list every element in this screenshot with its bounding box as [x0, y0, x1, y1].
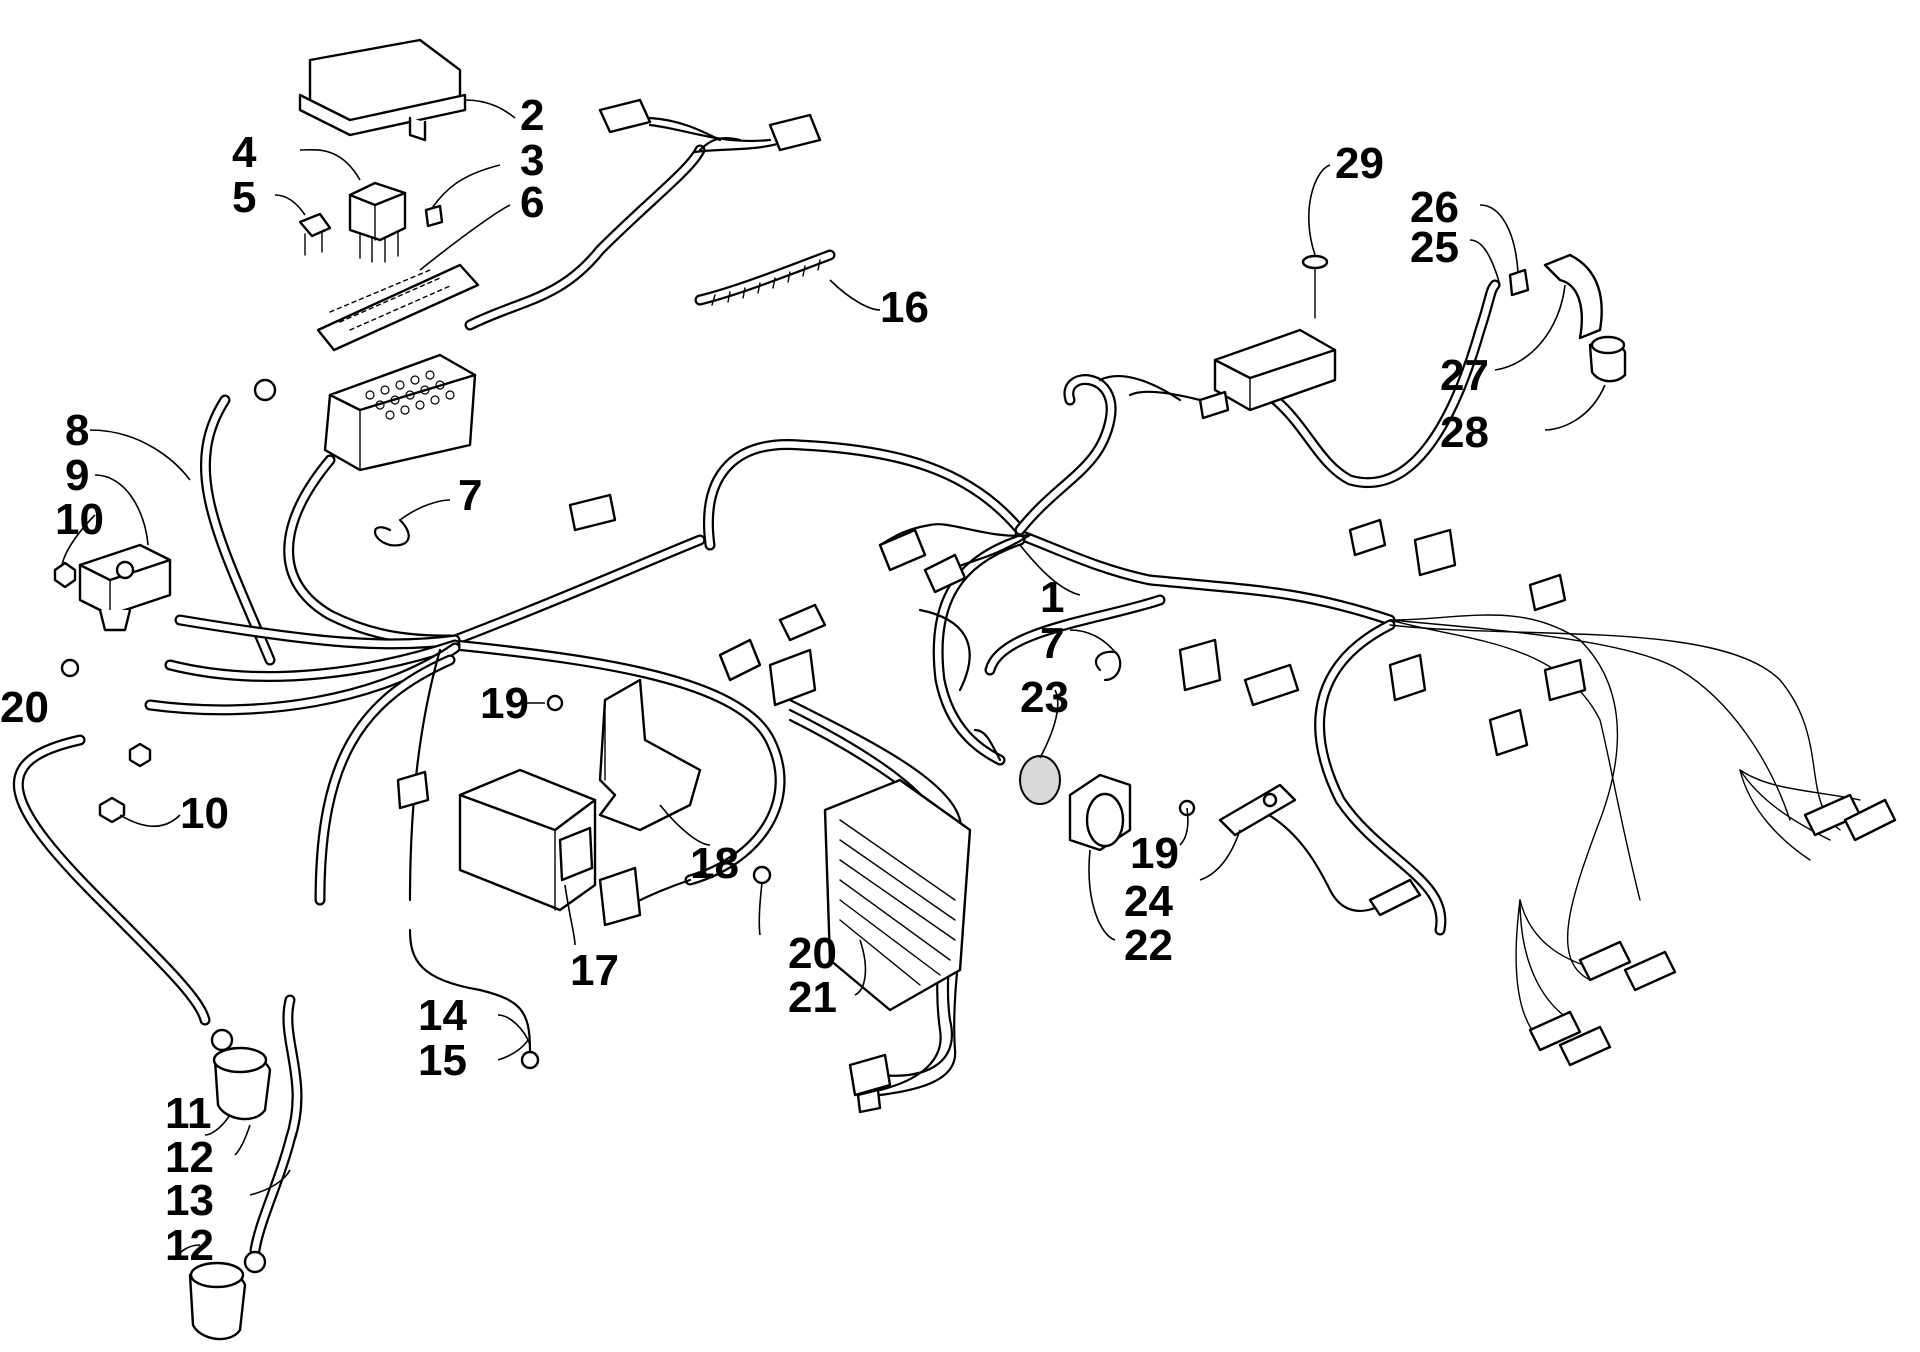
callout-18: 18 — [690, 839, 739, 888]
callout-19-right: 19 — [1130, 829, 1179, 878]
screw-20-middle — [752, 865, 772, 885]
blade-fuse-5 — [298, 212, 332, 256]
callout-4: 4 — [232, 128, 257, 177]
callout-22: 22 — [1124, 921, 1173, 970]
callout-12-bottom: 12 — [165, 1221, 214, 1270]
key-switch-nut — [1019, 755, 1061, 805]
callout-6: 6 — [520, 178, 544, 227]
ring-terminal-13 — [243, 1250, 267, 1274]
callout-26: 26 — [1410, 183, 1459, 232]
top-connector-pair — [598, 98, 822, 152]
callout-29: 29 — [1335, 139, 1384, 188]
ignition-coil-module — [1198, 328, 1337, 420]
voltage-regulator — [823, 778, 972, 1012]
sensor-plate — [1218, 783, 1422, 917]
callout-28: 28 — [1440, 408, 1489, 457]
fuse-panel-board — [316, 263, 480, 352]
callout-19-left: 19 — [480, 679, 529, 728]
callout-9: 9 — [65, 451, 89, 500]
callout-11: 11 — [165, 1089, 212, 1138]
callout-14: 14 — [418, 991, 467, 1040]
callout-27: 27 — [1440, 351, 1489, 400]
nut-bottom-b — [128, 742, 152, 768]
terminal-boot-11 — [212, 1046, 272, 1121]
ring-terminal-14 — [520, 1050, 540, 1070]
callout-7-right: 7 — [1040, 619, 1064, 668]
callout-23: 23 — [1020, 673, 1069, 722]
clip-ring-left — [373, 518, 410, 547]
harness-connectors-right — [1178, 518, 1897, 1067]
callout-10-bottom: 10 — [180, 789, 229, 838]
screw-29 — [1301, 254, 1329, 319]
harness-connectors-center — [568, 493, 967, 682]
callout-1: 1 — [1040, 573, 1064, 622]
elbow-boot-27 — [1543, 253, 1603, 340]
cap-28 — [1588, 335, 1627, 383]
callout-17: 17 — [570, 946, 619, 995]
screw-20-left — [60, 658, 80, 678]
callout-16: 16 — [880, 283, 929, 332]
screw-19-left — [546, 694, 564, 712]
callout-2: 2 — [520, 91, 544, 140]
starter-solenoid — [78, 543, 172, 632]
terminal-boot-12 — [188, 1261, 247, 1341]
callout-21: 21 — [788, 973, 837, 1022]
fuse-box-base — [323, 353, 477, 472]
nut-left-top — [53, 561, 77, 589]
callout-7-left: 7 — [458, 471, 482, 520]
callout-15: 15 — [418, 1036, 467, 1085]
callout-20-left: 20 — [0, 683, 49, 732]
callout-10-top: 10 — [55, 495, 104, 544]
callout-3: 3 — [520, 136, 544, 185]
output-connector — [848, 1053, 892, 1114]
cdi-module — [458, 768, 642, 927]
callout-20-middle: 20 — [788, 929, 837, 978]
clip-ring-right — [1094, 650, 1122, 682]
split-loom-tube — [694, 249, 836, 306]
plug-connector-14 — [396, 770, 430, 810]
callout-24: 24 — [1124, 877, 1173, 926]
cap-26 — [1508, 268, 1530, 297]
key-switch — [1068, 773, 1132, 852]
harness-cables — [12, 144, 1501, 1256]
blade-fuse-3 — [424, 204, 444, 228]
regulator-connector — [768, 648, 817, 707]
callout-13: 13 — [165, 1176, 214, 1225]
ring-terminal-11 — [210, 1028, 234, 1052]
fuse-box-cover — [298, 38, 467, 142]
callout-labels: 1 2 3 4 5 6 7 7 8 9 10 10 11 12 13 12 14… — [0, 91, 1489, 1270]
ring-terminal-8 — [253, 378, 277, 402]
callout-8: 8 — [65, 406, 89, 455]
mounting-bracket — [598, 678, 702, 832]
callout-12-top: 12 — [165, 1133, 214, 1182]
callout-5: 5 — [232, 173, 256, 222]
nut-bottom-a — [98, 796, 126, 824]
callout-25: 25 — [1410, 223, 1459, 272]
callout-leaders — [61, 99, 1606, 1261]
relay — [348, 181, 407, 263]
